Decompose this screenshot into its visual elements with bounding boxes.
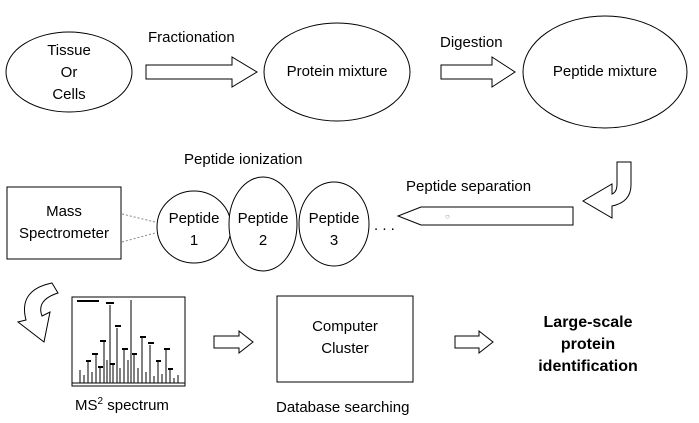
peptide-2-node (228, 176, 298, 272)
column-mark: ○ (445, 212, 450, 221)
peptide-1-word: Peptide (168, 210, 220, 227)
curved-arrow-to-spectrum (16, 282, 59, 343)
protein-mixture-label: Protein mixture (286, 63, 388, 80)
peptide-mixture-label: Peptide mixture (552, 63, 658, 80)
peptide-2-number: 2 (258, 232, 268, 249)
peptide-2-word: Peptide (237, 210, 289, 227)
spectrum-to-cluster-arrow (213, 329, 254, 355)
ms2-superscript: 2 (97, 396, 104, 407)
spectrometer-line: Spectrometer (18, 225, 110, 242)
ellipsis-label: . . . (374, 217, 395, 234)
peptide-2-label: Peptide 2 (227, 208, 299, 252)
ms2-suffix: spectrum (103, 397, 169, 414)
peptide-3-node (298, 181, 370, 267)
mass-spectrometer-box (6, 186, 122, 260)
protein-mixture-node (263, 22, 411, 122)
result-label: Large-scale protein identification (518, 312, 658, 378)
database-searching-label: Database searching (276, 399, 410, 416)
digestion-arrow (440, 56, 516, 88)
curved-down-arrow (582, 161, 632, 219)
result-line-2: protein (560, 336, 616, 353)
peptide-3-word: Peptide (308, 210, 360, 227)
ms2-spectrum-plot (71, 296, 186, 387)
peptide-3-label: Peptide 3 (298, 208, 370, 252)
ms2-spectrum-label: MS2 spectrum (75, 396, 169, 414)
tissue-cells-label: Tissue Or Cells (19, 40, 119, 106)
or-line: Or (60, 64, 78, 81)
dotted-connector-top (121, 213, 156, 223)
peptide-3-number: 3 (329, 232, 339, 249)
result-line-3: identification (538, 358, 638, 375)
computer-cluster-box (276, 295, 414, 383)
fractionation-label: Fractionation (148, 29, 235, 46)
peptide-1-label: Peptide 1 (157, 208, 231, 252)
cells-line: Cells (52, 86, 86, 103)
cluster-to-result-arrow (454, 329, 494, 355)
cluster-line: Cluster (321, 340, 369, 357)
tissue-line: Tissue (47, 42, 91, 59)
peptide-1-number: 1 (189, 232, 199, 249)
peptide-separation-label: Peptide separation (406, 178, 532, 195)
fractionation-arrow (145, 56, 258, 88)
peptide-mixture-node (522, 15, 688, 129)
peptide-ionization-label: Peptide ionization (184, 151, 303, 168)
tissue-cells-node (5, 31, 133, 113)
computer-cluster-label: Computer Cluster (277, 316, 413, 360)
dotted-connector-bottom (121, 232, 156, 243)
computer-line: Computer (312, 318, 378, 335)
ms2-prefix: MS (75, 397, 98, 414)
separation-column (396, 206, 574, 226)
digestion-label: Digestion (440, 34, 503, 51)
mass-line: Mass (46, 203, 82, 220)
result-line-1: Large-scale (543, 314, 633, 331)
mass-spectrometer-label: Mass Spectrometer (7, 201, 121, 245)
